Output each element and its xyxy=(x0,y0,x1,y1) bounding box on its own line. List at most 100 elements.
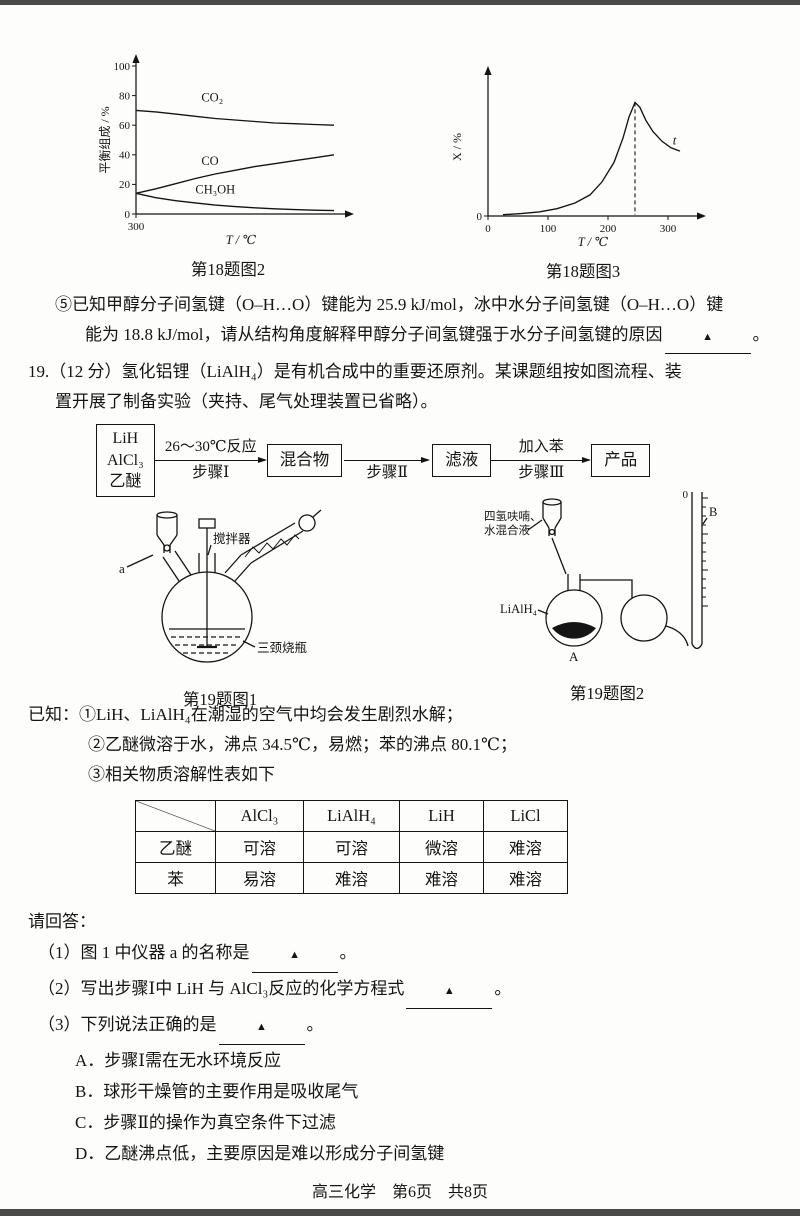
blank-mark: ▲ xyxy=(443,985,455,997)
svg-text:t: t xyxy=(673,133,677,148)
flow-box-mixture: 混合物 xyxy=(266,444,343,477)
table-cell: 可溶 xyxy=(215,831,304,863)
figure-19-1: a 搅拌器 三颈烧瓶 第19题图1 xyxy=(95,497,345,710)
step2-label: 步骤Ⅱ xyxy=(366,463,408,481)
blank-mark: ▲ xyxy=(289,949,300,961)
process-flow: LiH AlCl₃ 乙醚 26～30℃反应 步骤Ⅰ 混合物 步骤Ⅱ 滤液 加入苯… xyxy=(96,424,651,497)
q1-text: （1）图 1 中仪器 a 的名称是 xyxy=(38,943,250,962)
period: 。 xyxy=(752,325,770,344)
q18-5-line1: ⑤已知甲醇分子间氢键（O–H…O）键能为 25.9 kJ/mol，冰中水分子间氢… xyxy=(55,295,724,314)
answer-blank-3: ▲ xyxy=(218,1009,305,1045)
svg-text:T / ℃: T / ℃ xyxy=(578,235,608,249)
svg-text:CO₂: CO₂ xyxy=(201,91,223,105)
figure-19-2-caption: 第19题图2 xyxy=(569,684,645,703)
option-b: B．球形干燥管的主要作用是吸收尾气 xyxy=(75,1082,359,1101)
step2-condition xyxy=(344,436,430,458)
question-18-5: ⑤已知甲醇分子间氢键（O–H…O）键能为 25.9 kJ/mol，冰中水分子间氢… xyxy=(55,290,775,354)
flask-a-label: A xyxy=(569,649,579,664)
q18-5-line2-text: 能为 18.8 kJ/mol，请从结构角度解释甲醇分子间氢键强于水分子间氢键的原… xyxy=(85,325,663,344)
flow-box-product: 产品 xyxy=(591,444,651,477)
page-footer: 高三化学 第6页 共8页 xyxy=(311,1184,488,1201)
option-a: A．步骤Ⅰ需在无水环境反应 xyxy=(75,1051,281,1070)
answer-blank-1: ▲ xyxy=(251,937,338,973)
table-corner-cell xyxy=(135,800,216,832)
svg-text:60: 60 xyxy=(119,120,131,132)
tube-b-label: B xyxy=(709,505,717,519)
svg-text:0: 0 xyxy=(125,209,131,221)
table-header: LiAlH₄ xyxy=(303,800,400,832)
arrow-right-icon xyxy=(344,456,431,463)
known-line3: ③相关物质溶解性表如下 xyxy=(88,765,275,784)
svg-text:0: 0 xyxy=(477,211,483,223)
please-answer-label: 请回答： xyxy=(28,912,96,931)
three-neck-flask-label: 三颈烧瓶 xyxy=(257,641,307,655)
figure-19-1-caption: 第19题图1 xyxy=(182,690,258,709)
solution-label-line2: 水混合液 xyxy=(484,523,530,537)
flow-step-1: 26～30℃反应 步骤Ⅰ xyxy=(154,436,267,485)
figure-18-3-caption: 第18题图3 xyxy=(545,262,621,281)
blank-mark: ▲ xyxy=(702,331,713,343)
apparatus-lines xyxy=(126,509,322,663)
table-cell: 难溶 xyxy=(483,831,568,863)
table-cell: 微溶 xyxy=(399,831,484,863)
option-c: C．步骤Ⅱ的操作为真空条件下过滤 xyxy=(75,1113,336,1132)
svg-text:80: 80 xyxy=(119,90,131,102)
answer-blank-18-5: ▲ xyxy=(664,320,751,354)
svg-text:100: 100 xyxy=(540,223,557,235)
option-d: D．乙醚沸点低，主要原因是难以形成分子间氢键 xyxy=(75,1144,445,1163)
table-cell: 易溶 xyxy=(215,862,304,894)
svg-text:40: 40 xyxy=(119,150,131,162)
row-label: 乙醚 xyxy=(135,831,216,863)
table-header: AlCl₃ xyxy=(215,800,304,832)
figure-18-2-caption: 第18题图2 xyxy=(190,260,266,279)
known-line1: 已知：①LiH、LiAlH₄在潮湿的空气中均会发生剧烈水解； xyxy=(28,705,463,724)
svg-text:100: 100 xyxy=(114,61,131,73)
blank-mark: ▲ xyxy=(256,1021,267,1033)
period: 。 xyxy=(306,1015,324,1034)
row-label: 苯 xyxy=(135,862,216,894)
step1-label: 步骤Ⅰ xyxy=(192,463,230,481)
reactant-ether: 乙醚 xyxy=(109,473,142,491)
table-cell: 难溶 xyxy=(303,862,400,894)
diagonal-divider xyxy=(136,801,215,831)
answer-blank-2: ▲ xyxy=(406,973,493,1009)
solubility-table: AlCl₃ LiAlH₄ LiH LiCl 乙醚 可溶 可溶 微溶 难溶 苯 易… xyxy=(135,800,568,894)
known-facts: 已知：①LiH、LiAlH₄在潮湿的空气中均会发生剧烈水解； ②乙醚微溶于水，沸… xyxy=(28,700,517,790)
gas-measuring-apparatus: 四氢呋喃、 水混合液 LiAlH₄ A B 0 xyxy=(484,489,717,664)
svg-text:300: 300 xyxy=(660,223,677,235)
svg-text:T / ℃: T / ℃ xyxy=(226,233,256,247)
table-header: LiCl xyxy=(483,800,568,832)
arrow-right-icon xyxy=(154,456,267,463)
svg-text:X / %: X / % xyxy=(450,133,464,161)
step3-condition: 加入苯 xyxy=(518,438,564,455)
q18-5-line2: 能为 18.8 kJ/mol，请从结构角度解释甲醇分子间氢键强于水分子间氢键的原… xyxy=(85,320,775,354)
lialh4-label: LiAlH₄ xyxy=(500,602,537,616)
flow-box-reactants: LiH AlCl₃ 乙醚 xyxy=(96,424,155,497)
step3-label: 步骤Ⅲ xyxy=(518,463,565,481)
arrow-right-icon xyxy=(491,456,592,463)
known-line2: ②乙醚微溶于水，沸点 34.5℃，易燃；苯的沸点 80.1℃； xyxy=(88,735,518,754)
svg-text:平衡组成 / %: 平衡组成 / % xyxy=(98,106,112,173)
three-neck-flask-apparatus: a 搅拌器 三颈烧瓶 xyxy=(119,509,322,663)
scan-edge-bottom xyxy=(0,1209,800,1216)
q3-text: （3）下列说法正确的是 xyxy=(38,1015,217,1034)
figure-19-2: 四氢呋喃、 水混合液 LiAlH₄ A B 0 第19题图2 xyxy=(482,486,732,704)
flow-step-2: 步骤Ⅱ xyxy=(344,436,431,485)
question-19-intro: 19.（12 分）氢化铝锂（LiAlH₄）是有机合成中的重要还原剂。某课题组按如… xyxy=(28,357,776,417)
flow-step-3: 加入苯 步骤Ⅲ xyxy=(491,436,592,485)
svg-text:CO: CO xyxy=(201,154,218,168)
table-row: 苯 易溶 难溶 难溶 难溶 xyxy=(135,862,568,894)
scan-edge-top xyxy=(0,0,800,5)
solution-label-line1: 四氢呋喃、 xyxy=(484,509,542,523)
label-a: a xyxy=(119,561,125,576)
table-row: 乙醚 可溶 可溶 微溶 难溶 xyxy=(135,831,568,863)
answer-section: 请回答： （1）图 1 中仪器 a 的名称是▲。 （2）写出步骤Ⅰ中 LiH 与… xyxy=(28,906,778,1169)
q19-line1: 19.（12 分）氢化铝锂（LiAlH₄）是有机合成中的重要还原剂。某课题组按如… xyxy=(28,362,682,381)
stirrer-label: 搅拌器 xyxy=(213,531,251,546)
choice-options: A．步骤Ⅰ需在无水环境反应 B．球形干燥管的主要作用是吸收尾气 C．步骤Ⅱ的操作… xyxy=(75,1045,778,1169)
